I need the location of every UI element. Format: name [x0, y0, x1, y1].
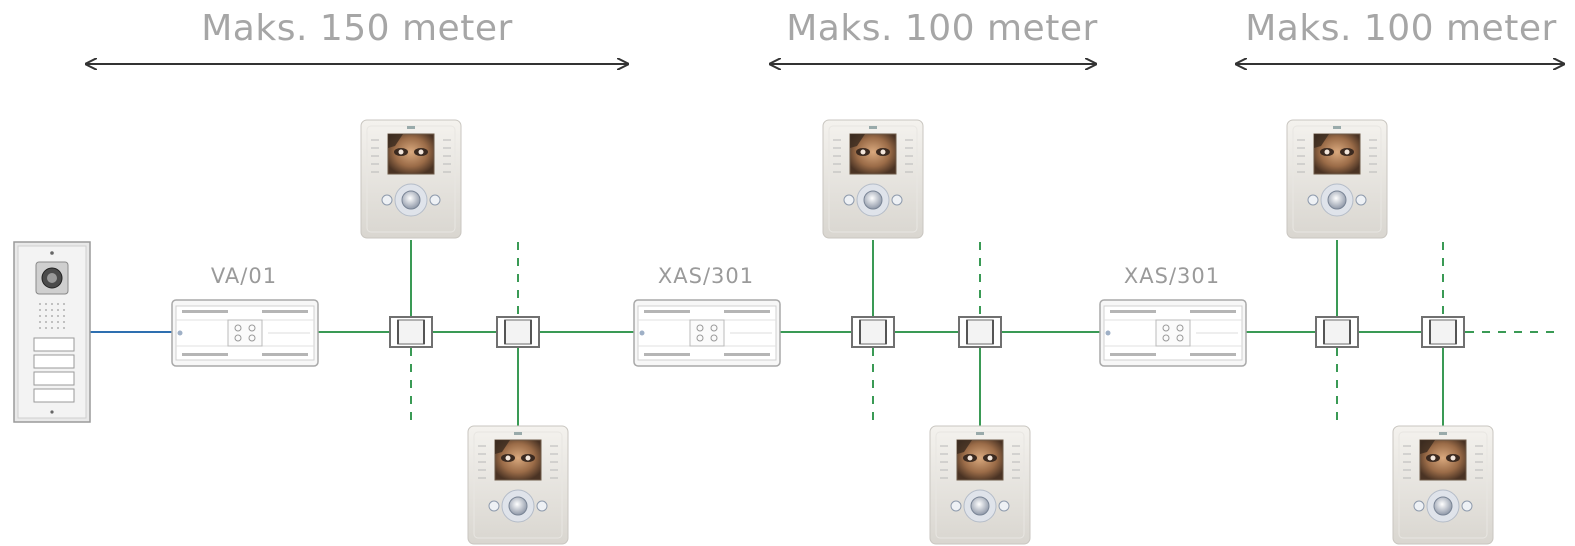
distance-label-1: Maks. 150 meter [201, 8, 513, 49]
xas301-module-2 [1099, 299, 1247, 367]
monitor-top-1 [360, 119, 462, 239]
unit-label-va01: VA/01 [210, 264, 278, 288]
distance-label-3: Maks. 100 meter [1245, 8, 1557, 49]
splitter-2b [958, 316, 1002, 348]
splitter-3a [1315, 316, 1359, 348]
monitor-top-3 [1286, 119, 1388, 239]
xas301-module-1 [633, 299, 781, 367]
monitor-bottom-1 [467, 425, 569, 545]
va01-power-supply [171, 299, 319, 367]
door-entry-panel-icon [13, 241, 91, 423]
monitor-top-2 [822, 119, 924, 239]
splitter-2a [851, 316, 895, 348]
splitter-1a [389, 316, 433, 348]
splitter-1b [496, 316, 540, 348]
monitor-bottom-3 [1392, 425, 1494, 545]
splitter-3b [1421, 316, 1465, 348]
distance-label-2: Maks. 100 meter [786, 8, 1098, 49]
unit-label-xas301-2: XAS/301 [1123, 264, 1221, 288]
monitor-bottom-2 [929, 425, 1031, 545]
unit-label-xas301-1: XAS/301 [657, 264, 755, 288]
